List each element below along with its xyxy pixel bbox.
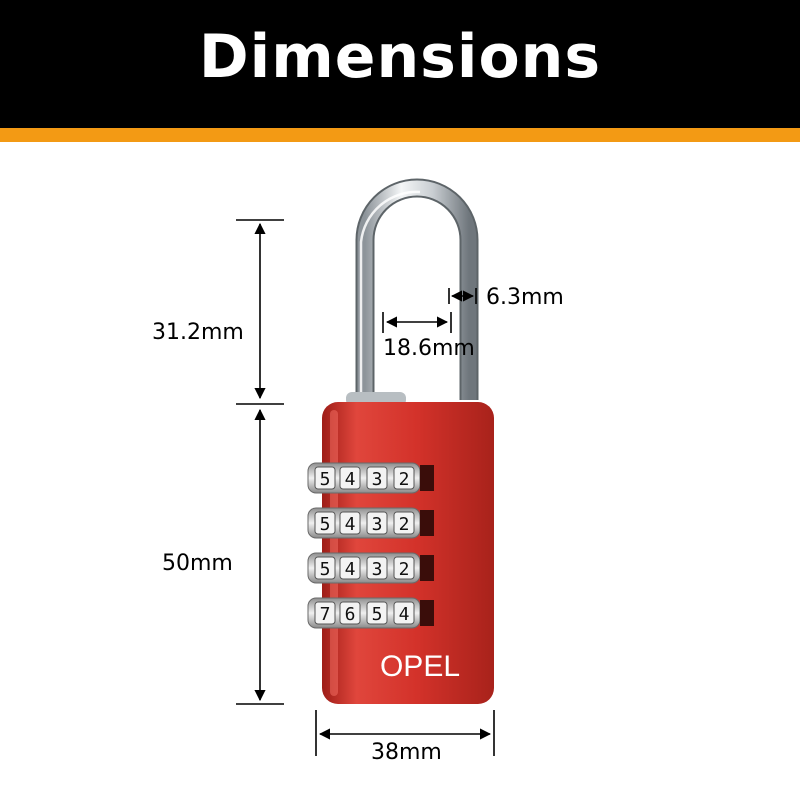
dial-digit-cell <box>366 511 388 535</box>
page-title: Dimensions <box>198 22 602 92</box>
shackle-thickness-label: 6.3mm <box>486 285 564 310</box>
dial-digit: 4 <box>345 559 356 580</box>
dial-digit: 4 <box>399 604 410 625</box>
dial-digit-cell <box>314 601 336 625</box>
dial-digit: 5 <box>320 514 331 535</box>
dial-digit-cell <box>393 466 415 490</box>
dial-digit: 3 <box>372 469 383 490</box>
dial-digit-cell <box>366 556 388 580</box>
dial-digit-cell <box>366 466 388 490</box>
dial-digit-cell <box>366 601 388 625</box>
shackle-inner-width-label: 18.6mm <box>383 336 475 361</box>
dial-slot <box>420 510 434 536</box>
dial-digit-cell <box>314 466 336 490</box>
brand-logo: OPEL <box>380 650 460 683</box>
dial-digit: 5 <box>372 604 383 625</box>
dial-digit: 2 <box>399 469 410 490</box>
dial-digit: 4 <box>345 514 356 535</box>
dial-digit: 2 <box>399 514 410 535</box>
dial-digit: 5 <box>320 559 331 580</box>
dial-slot <box>420 600 434 626</box>
dimension-lines <box>236 219 495 756</box>
dial-digit: 3 <box>372 559 383 580</box>
shackle-height-label: 31.2mm <box>152 320 244 345</box>
dial-digit-cell <box>339 556 361 580</box>
body-height-label: 50mm <box>162 551 233 576</box>
dial-digit-cell <box>339 511 361 535</box>
dial-digit-cell <box>393 556 415 580</box>
shackle <box>355 178 479 400</box>
dial-digit: 2 <box>399 559 410 580</box>
dial-digit-cell <box>393 511 415 535</box>
header-bar <box>0 0 800 128</box>
dial-digit-cell <box>314 556 336 580</box>
header-accent-stripe <box>0 128 800 142</box>
dial-digit: 6 <box>345 604 356 625</box>
dial-digit: 5 <box>320 469 331 490</box>
dial-digit: 4 <box>345 469 356 490</box>
body-width-label: 38mm <box>371 740 442 765</box>
dial-digit: 3 <box>372 514 383 535</box>
dial-digit-cell <box>314 511 336 535</box>
dial-digit-cell <box>339 466 361 490</box>
dial-slot <box>420 465 434 491</box>
dial-digit-cell <box>393 601 415 625</box>
dial-digit: 7 <box>320 604 331 625</box>
dial-digit-cell <box>339 601 361 625</box>
dial-slot <box>420 555 434 581</box>
